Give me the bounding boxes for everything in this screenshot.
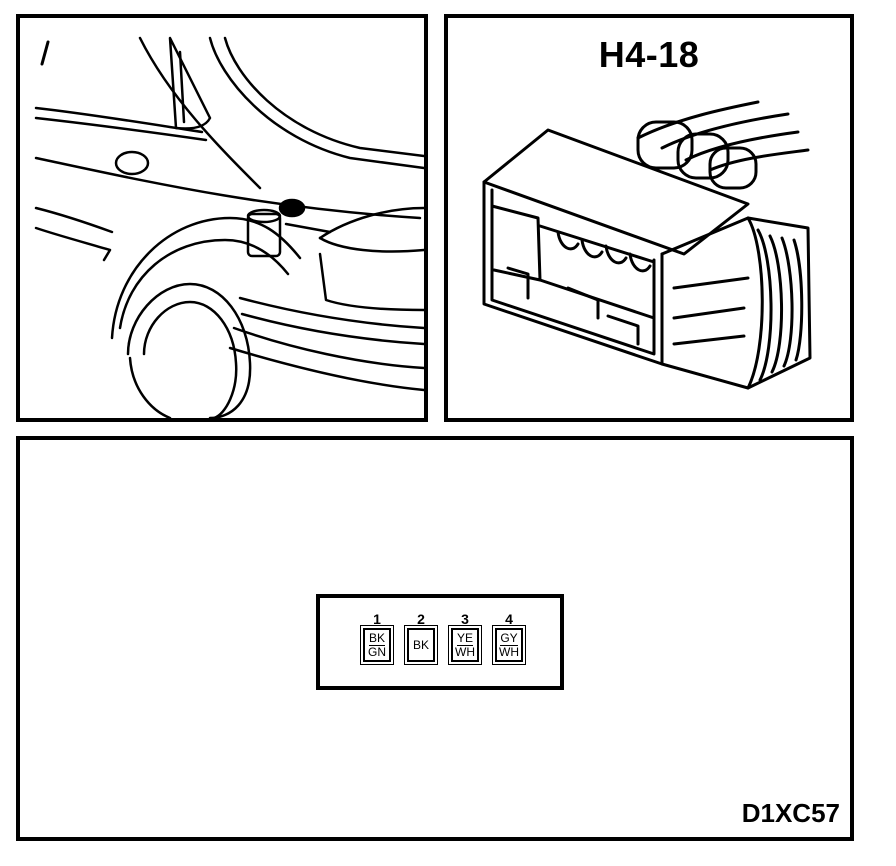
wire-color-code: YE	[456, 630, 473, 646]
pin-number: 4	[505, 611, 513, 627]
pin-wire-color-box: YE WH	[448, 625, 482, 665]
connector-illustration-panel: H4-18	[444, 14, 854, 422]
wire-color-code: BK	[412, 637, 429, 652]
pin-4: 4 GY WH	[490, 611, 528, 665]
connector-id-title: H4-18	[598, 34, 700, 75]
pin-1: 1 BK GN	[358, 611, 396, 665]
wire-stripe-color-code: WH	[455, 644, 475, 659]
pin-number: 2	[417, 611, 425, 627]
diagram-code-label: D1XC57	[741, 798, 840, 828]
pin-wire-color-box: GY WH	[492, 625, 526, 665]
wire-color-code: GY	[500, 630, 518, 646]
pin-3: 3 YE WH	[446, 611, 484, 665]
wire-stripe-color-code: GN	[368, 644, 386, 659]
pin-2: 2 BK	[402, 611, 440, 665]
car-rear-quarter-illustration	[34, 36, 424, 418]
vehicle-location-panel	[16, 14, 428, 422]
pin-wire-color-box: BK GN	[360, 625, 394, 665]
pin-wire-color-box: BK	[404, 625, 438, 665]
pinout-panel: 1 BK GN 2 BK 3 YE WH 4 GY WH D	[16, 436, 854, 841]
connector-face-view: 1 BK GN 2 BK 3 YE WH 4 GY WH	[316, 594, 564, 690]
wire-color-code: BK	[368, 630, 385, 646]
pin-number: 3	[461, 611, 469, 627]
wire-stripe-color-code: WH	[499, 644, 519, 659]
pin-number: 1	[373, 611, 381, 627]
connector-housing-illustration	[482, 100, 812, 390]
